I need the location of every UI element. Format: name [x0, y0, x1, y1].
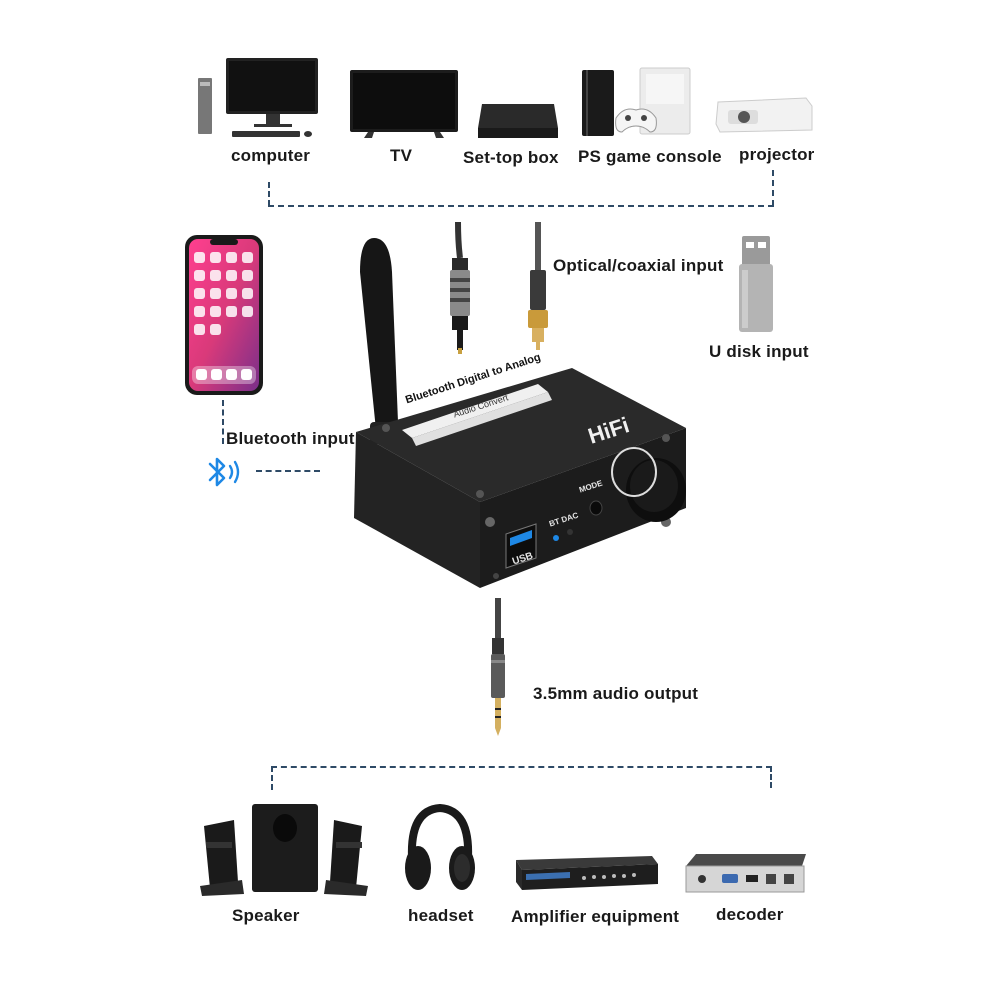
game-console-label: PS game console [578, 147, 722, 166]
u-disk-image [736, 234, 776, 334]
dac-device [340, 232, 710, 592]
bluetooth-input-label: Bluetooth input [226, 429, 355, 448]
audio-output-label: 3.5mm audio output [533, 684, 699, 703]
top-connector-right [772, 170, 774, 206]
bluetooth-connector-horizontal [256, 470, 320, 472]
amplifier-label: Amplifier equipment [511, 907, 680, 926]
top-connector-left [268, 182, 270, 206]
speaker-image [196, 798, 372, 898]
tv-label: TV [390, 146, 413, 165]
bottom-connector-right [770, 766, 772, 788]
projector-label: projector [739, 145, 815, 164]
bottom-connector-left [271, 766, 273, 790]
projector-image [714, 94, 816, 138]
set-top-box-label: Set-top box [463, 148, 559, 167]
computer-image [196, 56, 320, 142]
coaxial-cable-image [518, 222, 558, 354]
headset-image [402, 802, 478, 898]
optical-cable-image [438, 222, 482, 358]
amplifier-image [512, 854, 660, 894]
computer-label: computer [231, 146, 311, 165]
top-connector-line [268, 205, 774, 207]
set-top-box-image [476, 98, 560, 142]
smartphone-image [184, 234, 264, 396]
antenna-image [360, 238, 398, 444]
speaker-label: Speaker [232, 906, 300, 925]
bluetooth-icon [204, 454, 248, 490]
tv-image [348, 68, 460, 140]
decoder-image [682, 852, 812, 896]
bottom-connector-line [271, 766, 772, 768]
game-console-image [580, 66, 692, 142]
decoder-label: decoder [716, 905, 784, 924]
audio-jack-image [484, 598, 512, 738]
bluetooth-connector-vertical [222, 400, 224, 444]
headset-label: headset [408, 906, 474, 925]
u-disk-input-label: U disk input [709, 342, 809, 361]
optical-coaxial-input-label: Optical/coaxial input [553, 256, 724, 275]
